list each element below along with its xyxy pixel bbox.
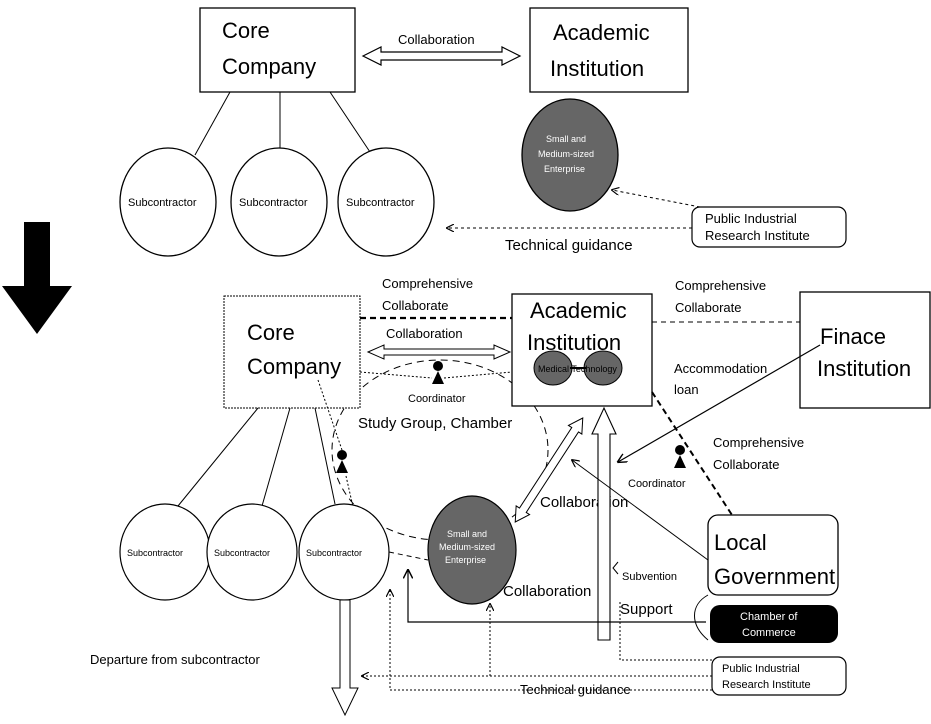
local-government-line1: Local xyxy=(714,530,767,555)
subvention-label: Subvention xyxy=(622,571,677,583)
bottom-public-institute-line2: Research Institute xyxy=(722,679,811,691)
finance-line2: Institution xyxy=(817,356,911,381)
bottom-academic-box xyxy=(511,293,653,407)
sme-academic-collab-arrow xyxy=(514,417,584,523)
transition-arrow xyxy=(2,222,72,334)
top-core-company-box xyxy=(199,7,356,93)
top-sme-line3: Enterprise xyxy=(544,164,585,174)
academic-up-arrow xyxy=(591,406,617,641)
bottom-subcontractor-2 xyxy=(206,503,298,601)
top-collaboration-label: Collaboration xyxy=(398,32,475,47)
finance-institution-box xyxy=(799,291,931,409)
support-label: Support xyxy=(620,601,673,618)
top-academic-line1: Academic xyxy=(553,20,650,45)
coordinator-left-head xyxy=(337,450,347,460)
loan-arrow xyxy=(618,344,821,462)
chamber-line2: Commerce xyxy=(742,627,796,639)
medical-technology-label: Medical Technology xyxy=(538,364,617,374)
top-subcontractor-label-3: Subcontractor xyxy=(346,197,415,209)
study-group-circle xyxy=(331,359,549,541)
bottom-academic-line1: Academic xyxy=(530,298,627,323)
coordinator-right-label: Coordinator xyxy=(628,478,686,490)
top-core-company-line1: Core xyxy=(222,18,270,43)
top-subcontractor-1 xyxy=(119,147,217,257)
top-subcontractor-label-1: Subcontractor xyxy=(128,197,197,209)
top-public-institute-box xyxy=(691,206,847,248)
coordinator-right-body xyxy=(674,455,686,468)
local-government-box xyxy=(707,514,839,596)
top-public-institute-line1: Public Industrial xyxy=(705,211,797,226)
chamber-of-commerce-box xyxy=(710,605,838,643)
bottom-subcontractor-label-2: Subcontractor xyxy=(214,548,270,558)
coordinator-left-body xyxy=(336,460,348,473)
local-government-line2: Government xyxy=(714,564,835,589)
top-academic-box xyxy=(529,7,689,93)
comp-collab-lower-line1: Comprehensive xyxy=(713,435,804,450)
bottom-core-company-box xyxy=(223,295,361,409)
accommodation-line1: Accommodation xyxy=(674,361,767,376)
finance-line1: Finace xyxy=(820,324,886,349)
gov-to-academic-arrow xyxy=(572,460,709,561)
top-section: Core Company Academic Institution Collab… xyxy=(119,7,847,257)
top-collaboration-arrow xyxy=(361,46,522,66)
coordinator-top-head xyxy=(433,361,443,371)
bottom-sme xyxy=(427,495,517,605)
top-sme xyxy=(521,98,619,212)
bottom-collaboration-mid: Collaboration xyxy=(540,494,628,511)
bottom-collaboration-top: Collaboration xyxy=(386,326,463,341)
comp-collab-left-line2: Collaborate xyxy=(382,298,449,313)
top-subcontractor-3 xyxy=(337,147,435,257)
coordinator-top-body xyxy=(432,371,444,384)
bottom-sme-line1: Small and xyxy=(447,529,487,539)
bottom-collaboration-arrow xyxy=(366,344,512,360)
top-sme-line1: Small and xyxy=(546,134,586,144)
top-subcontractor-2 xyxy=(230,147,328,257)
bottom-sme-line2: Medium-sized xyxy=(439,542,495,552)
comp-collab-right-line2: Collaborate xyxy=(675,300,742,315)
guidance-line-bottom xyxy=(390,590,712,691)
bottom-section: Core Company Academic Institution Medica… xyxy=(90,276,931,717)
top-guidance-arrow-sme xyxy=(612,190,701,208)
top-academic-line2: Institution xyxy=(550,56,644,81)
bottom-public-institute-line1: Public Industrial xyxy=(722,663,800,675)
accommodation-line2: loan xyxy=(674,382,699,397)
comp-collab-right-line1: Comprehensive xyxy=(675,278,766,293)
departure-label: Departure from subcontractor xyxy=(90,652,260,667)
bottom-subcontractor-label-3: Subcontractor xyxy=(306,548,362,558)
coordinator-right-head xyxy=(675,445,685,455)
bottom-subcontractor-label-1: Subcontractor xyxy=(127,548,183,558)
guidance-line-academic xyxy=(619,600,712,661)
top-subcontractor-label-2: Subcontractor xyxy=(239,197,308,209)
bottom-collaboration-low: Collaboration xyxy=(503,583,591,600)
top-core-company-line2: Company xyxy=(222,54,316,79)
top-sme-line2: Medium-sized xyxy=(538,149,594,159)
coordinator-top-label: Coordinator xyxy=(408,393,466,405)
departure-arrow xyxy=(331,599,359,717)
comp-collab-left-line1: Comprehensive xyxy=(382,276,473,291)
top-public-institute-line2: Research Institute xyxy=(705,228,810,243)
chamber-line1: Chamber of xyxy=(740,611,798,623)
support-arrow xyxy=(408,570,706,623)
study-group-label: Study Group, Chamber xyxy=(358,415,512,432)
bottom-technical-guidance: Technical guidance xyxy=(520,682,631,697)
bottom-core-company-line2: Company xyxy=(247,354,341,379)
gov-academic-dashed xyxy=(651,391,733,516)
comp-collab-lower-line2: Collaborate xyxy=(713,457,780,472)
top-technical-guidance: Technical guidance xyxy=(505,237,633,254)
bottom-sme-line3: Enterprise xyxy=(445,555,486,565)
bottom-core-company-line1: Core xyxy=(247,320,295,345)
